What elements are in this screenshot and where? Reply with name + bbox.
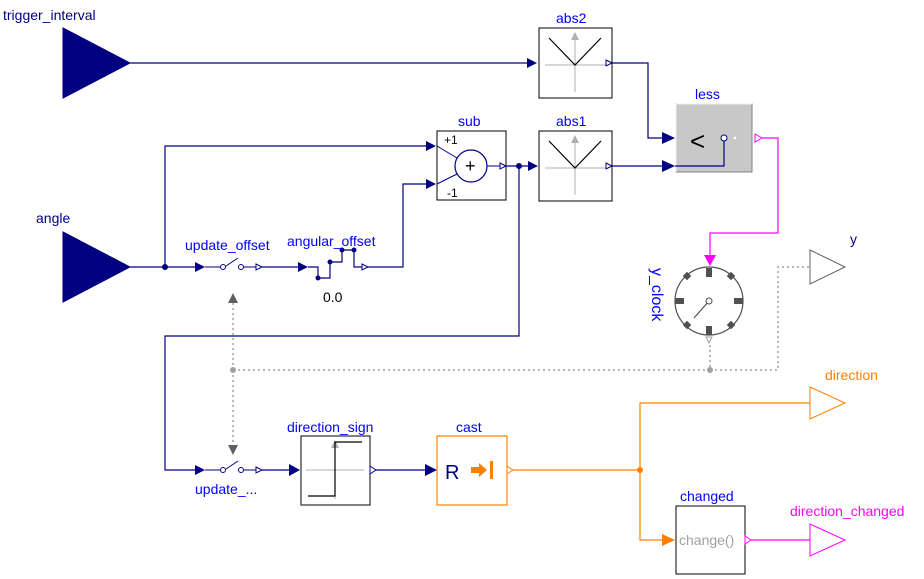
sub-block[interactable]: +1 -1 + — [436, 130, 508, 201]
update-direction-label: update_... — [195, 481, 257, 497]
y-clock-label: y_clock — [648, 268, 665, 322]
sub-minus-one: -1 — [447, 186, 458, 200]
direction-sign-label: direction_sign — [287, 419, 373, 435]
y-output[interactable] — [809, 249, 847, 285]
direction-changed-output[interactable] — [809, 523, 847, 557]
angular-offset-label: angular_offset — [287, 233, 376, 249]
less-symbol: < — [690, 126, 705, 156]
trigger-interval-label: trigger_interval — [3, 7, 96, 23]
abs2-block[interactable] — [538, 27, 614, 99]
wire-abs2-less[interactable] — [612, 62, 665, 139]
angular-offset-value: 0.0 — [323, 289, 343, 305]
update-direction-block[interactable] — [205, 460, 264, 474]
direction-changed-label: direction_changed — [790, 503, 904, 519]
sub-label: sub — [458, 113, 481, 129]
wire-sub-direction[interactable] — [164, 166, 520, 471]
wire-angle-sub[interactable] — [164, 145, 428, 267]
direction-output[interactable] — [809, 386, 847, 420]
abs1-block[interactable] — [538, 130, 614, 202]
wire-cast-changed[interactable] — [639, 470, 662, 541]
angle-label: angle — [36, 210, 70, 226]
wire-offset-sub[interactable] — [367, 183, 428, 268]
y-label: y — [850, 231, 857, 247]
wire-less-clock[interactable] — [709, 137, 779, 255]
trigger-interval-input[interactable] — [62, 27, 132, 99]
abs1-label: abs1 — [556, 113, 587, 129]
update-offset-block[interactable] — [205, 257, 264, 271]
update-offset-label: update_offset — [185, 237, 270, 253]
sub-plus-one: +1 — [444, 133, 458, 147]
cast-block[interactable]: R — [436, 435, 514, 506]
less-block[interactable]: < — [675, 103, 764, 173]
angular-offset-block[interactable] — [308, 247, 370, 281]
angle-input[interactable] — [62, 231, 132, 303]
abs2-label: abs2 — [556, 10, 587, 26]
less-label: less — [695, 86, 720, 102]
cast-label: cast — [456, 419, 482, 435]
wire-cast-direction[interactable] — [507, 402, 810, 471]
direction-sign-block[interactable] — [300, 435, 377, 506]
direction-label: direction — [825, 367, 878, 383]
wire-clock[interactable] — [233, 345, 711, 371]
y-clock-block[interactable] — [674, 266, 744, 345]
cast-r: R — [445, 462, 459, 484]
changed-block[interactable]: change() — [675, 505, 752, 575]
changed-label: changed — [680, 488, 734, 504]
changed-fn: change() — [679, 532, 734, 548]
sub-plus-symbol: + — [465, 156, 476, 176]
